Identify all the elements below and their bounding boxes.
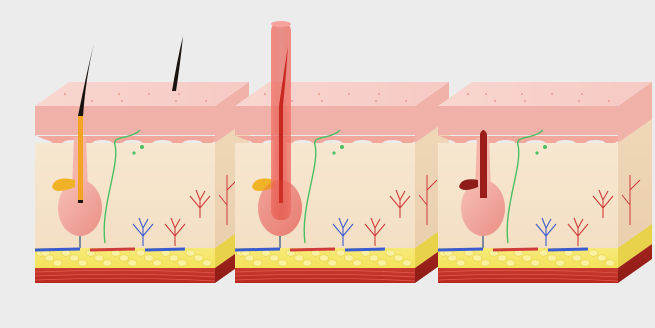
- fat-cell: [369, 255, 378, 261]
- epidermis-layer: [35, 106, 215, 135]
- fat-cell: [506, 260, 515, 266]
- epidermis-layer: [438, 106, 618, 135]
- fat-cell: [547, 255, 556, 261]
- fat-cell: [336, 250, 345, 256]
- nerve-ending: [543, 145, 547, 149]
- fat-cell: [178, 260, 187, 266]
- fat-cell: [328, 260, 337, 266]
- fat-cell: [344, 255, 353, 261]
- fat-cell: [572, 255, 581, 261]
- epidermis-wave: [438, 135, 633, 144]
- artery: [493, 249, 538, 250]
- fat-cell: [353, 260, 362, 266]
- fat-cell: [473, 255, 482, 261]
- fat-cell: [194, 255, 203, 261]
- nerve-ending: [340, 145, 344, 149]
- nerve-ending: [535, 151, 538, 154]
- vein: [438, 249, 483, 250]
- fat-cell: [186, 250, 195, 256]
- laser-beam-tip: [271, 21, 291, 27]
- fat-cell: [531, 260, 540, 266]
- fat-cell: [498, 255, 507, 261]
- fat-cell: [253, 260, 262, 266]
- fat-cell: [523, 255, 532, 261]
- skin-surface: [235, 82, 449, 106]
- fat-cell: [556, 260, 565, 266]
- fat-cell: [394, 255, 403, 261]
- skin-block-normal-hair: [35, 36, 249, 283]
- fat-cell: [539, 250, 548, 256]
- fat-cell: [378, 260, 387, 266]
- vein: [35, 249, 80, 250]
- fat-cell: [144, 255, 153, 261]
- epidermis-wave: [35, 135, 230, 144]
- skin-block-laser-treatment: [235, 21, 449, 283]
- fat-cell: [589, 250, 598, 256]
- fat-cell: [456, 260, 465, 266]
- nerve-ending: [132, 151, 135, 154]
- vein: [345, 249, 385, 250]
- fat-cell: [270, 255, 279, 261]
- vein: [235, 249, 280, 250]
- fat-cell: [128, 260, 137, 266]
- skin-surface: [438, 82, 652, 106]
- fat-cell: [320, 255, 329, 261]
- fat-cell: [481, 260, 490, 266]
- fat-cell: [278, 260, 287, 266]
- fat-cell: [53, 260, 62, 266]
- artery: [90, 249, 135, 250]
- fat-cell: [203, 260, 212, 266]
- fat-cell: [403, 260, 412, 266]
- fat-cell: [295, 255, 304, 261]
- vein: [145, 249, 185, 250]
- nerve-ending: [140, 145, 144, 149]
- hair-root-pigment: [78, 116, 83, 200]
- fat-cell: [581, 260, 590, 266]
- fat-cell: [597, 255, 606, 261]
- fat-cell: [78, 260, 87, 266]
- vein: [548, 249, 588, 250]
- fat-cell: [169, 255, 178, 261]
- fat-cell: [136, 250, 145, 256]
- heated-bulb: [258, 180, 302, 236]
- epidermis-wave: [235, 135, 430, 144]
- skin-surface: [35, 82, 249, 106]
- fat-cell: [153, 260, 162, 266]
- fat-cell: [95, 255, 104, 261]
- fat-cell: [103, 260, 112, 266]
- fat-cell: [303, 260, 312, 266]
- epidermis-layer: [235, 106, 415, 135]
- fat-cell: [606, 260, 615, 266]
- fat-cell: [70, 255, 79, 261]
- skin-block-destroyed-follicle: [438, 82, 652, 283]
- fat-cell: [120, 255, 129, 261]
- damaged-hair-shaft: [480, 130, 487, 198]
- artery: [290, 249, 335, 250]
- nerve-ending: [332, 151, 335, 154]
- fat-cell: [386, 250, 395, 256]
